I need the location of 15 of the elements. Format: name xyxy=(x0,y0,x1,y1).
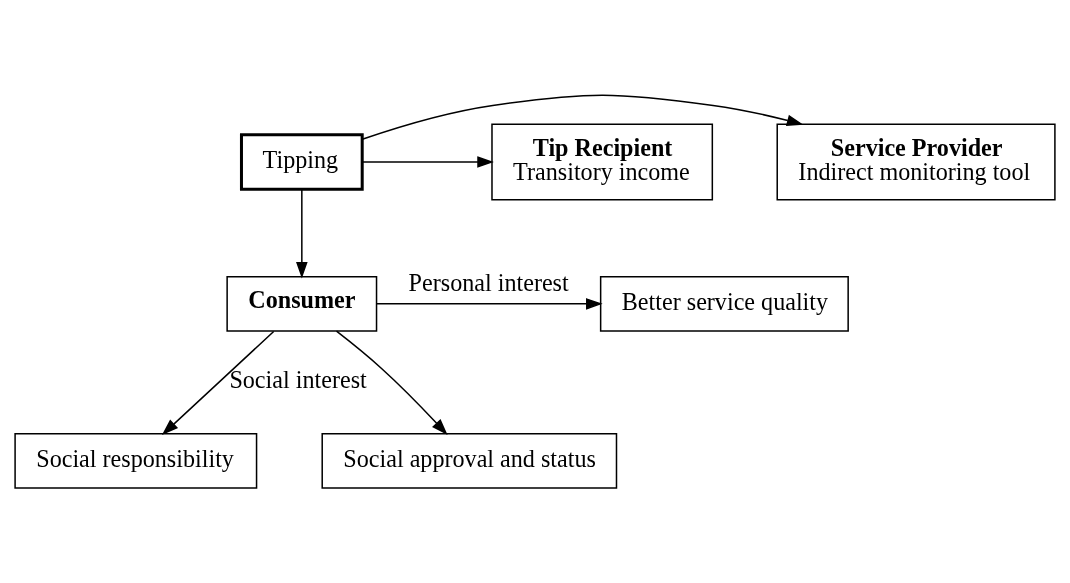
node-box: Service Provider Indirect monitoring tool xyxy=(776,123,1056,201)
node-box: Tip Recipient Transitory income xyxy=(491,123,714,201)
node-box: Better service quality xyxy=(599,275,849,332)
edge-label: Social interest xyxy=(229,366,367,394)
arrow xyxy=(361,94,804,140)
edge-label: Personal interest xyxy=(408,269,569,297)
arrow xyxy=(296,188,308,279)
node-box: Social responsibility xyxy=(14,432,258,489)
arrow xyxy=(161,330,275,436)
node-box: Consumer xyxy=(226,275,378,332)
arrow xyxy=(335,330,448,436)
node-box: Social approval and status xyxy=(321,432,618,489)
arrow xyxy=(361,156,494,168)
arrow xyxy=(376,298,603,310)
node-box: Tipping xyxy=(239,133,364,191)
